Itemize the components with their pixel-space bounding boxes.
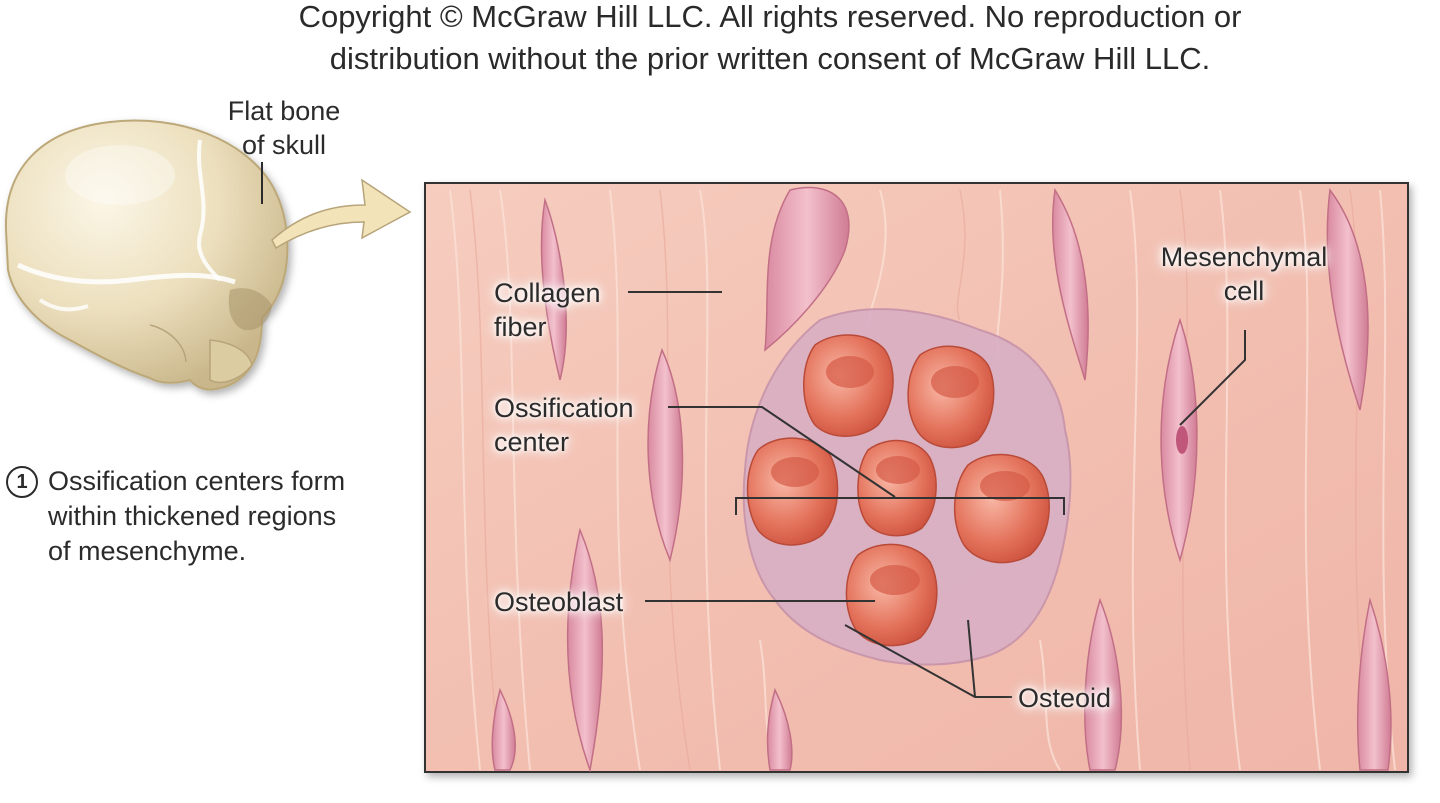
leader-lines bbox=[628, 291, 1246, 698]
ossification-leader-line bbox=[668, 406, 896, 498]
osteoblast bbox=[907, 345, 995, 449]
osteoblast bbox=[803, 334, 894, 437]
osteoblast-label: Osteoblast bbox=[494, 587, 624, 617]
copyright-line-1: Copyright © McGraw Hill LLC. All rights … bbox=[298, 0, 1242, 34]
step-caption: 1 Ossification centers form within thick… bbox=[6, 464, 426, 569]
mesenchymal-leader-line bbox=[1179, 330, 1246, 426]
skull-label-line-2: of skull bbox=[241, 130, 327, 160]
osteoblast bbox=[845, 543, 938, 647]
mesenchymal-label-line-1: Mesenchymal bbox=[1160, 242, 1328, 272]
skull-illustration bbox=[4, 119, 289, 391]
collagen-label-line-1: Collagen bbox=[494, 278, 601, 308]
step-number-badge: 1 bbox=[6, 466, 38, 498]
copyright-line-2: distribution without the prior written c… bbox=[329, 41, 1211, 76]
osteoid-leader-line-2 bbox=[967, 619, 976, 698]
osteoblast bbox=[857, 439, 937, 537]
osteoid-label: Osteoid bbox=[1018, 683, 1112, 713]
collagen-fiber-label: Collagen fiber bbox=[494, 276, 601, 344]
ossification-label-line-1: Ossification bbox=[494, 393, 634, 423]
ossification-bracket bbox=[735, 497, 1065, 515]
step-text-line-2: within thickened regions bbox=[48, 501, 337, 531]
zoom-arrow bbox=[271, 178, 412, 250]
skull-label-line-1: Flat bone bbox=[227, 96, 341, 126]
ossification-center-label: Ossification center bbox=[494, 391, 634, 459]
osteoblast bbox=[954, 453, 1050, 564]
ossification-label-line-2: center bbox=[494, 427, 570, 457]
skull-label: Flat bone of skull bbox=[220, 94, 348, 162]
osteoblasts bbox=[746, 334, 1050, 647]
mesenchymal-cells bbox=[491, 186, 1392, 772]
mesenchymal-label-line-2: cell bbox=[1223, 276, 1265, 306]
mesenchymal-cell-label: Mesenchymal cell bbox=[1146, 240, 1342, 308]
osteoblast bbox=[746, 437, 839, 546]
copyright-notice: Copyright © McGraw Hill LLC. All rights … bbox=[190, 0, 1350, 80]
step-text-line-1: Ossification centers form bbox=[48, 466, 346, 496]
collagen-label-line-2: fiber bbox=[494, 312, 547, 342]
step-text-line-3: of mesenchyme. bbox=[48, 536, 247, 566]
